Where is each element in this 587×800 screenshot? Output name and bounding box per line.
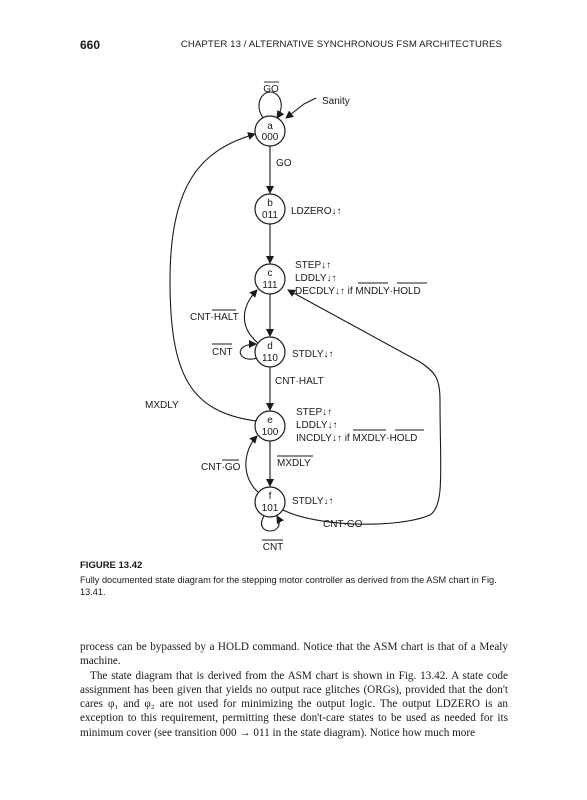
state-a: a 000 — [254, 115, 286, 147]
label-c-output-3: DECDLY↓↑ if MNDLY·HOLD — [295, 286, 421, 297]
transition-d-c — [243, 289, 259, 344]
label-f-output: STDLY↓↑ — [292, 496, 334, 507]
label-e-output-2: LDDLY↓↑ — [296, 420, 338, 431]
state-e-letter: e — [267, 415, 273, 426]
state-c-code: 111 — [262, 280, 278, 291]
transition-f-c — [282, 289, 442, 525]
body-text: process can be bypassed by a HOLD comman… — [80, 640, 508, 740]
label-d-output: STDLY↓↑ — [292, 349, 334, 360]
state-a-letter: a — [267, 121, 273, 132]
transition-a-self — [258, 91, 285, 119]
figure-caption: FIGURE 13.42 Fully documented state diag… — [80, 560, 510, 598]
label-go: GO — [276, 158, 292, 169]
label-ldzero: LDZERO↓↑ — [291, 206, 342, 217]
state-d: d 110 — [254, 336, 286, 368]
state-f-code: 101 — [262, 503, 279, 514]
state-b-letter: b — [267, 198, 273, 209]
state-e-code: 100 — [262, 427, 279, 438]
state-c-letter: c — [268, 268, 273, 279]
label-cnt-halt-bar: CNT·HALT — [190, 312, 239, 323]
label-cnt-go-bar: CNT·GO — [201, 462, 241, 473]
state-b: b 011 — [254, 193, 286, 225]
label-c-output-2: LDDLY↓↑ — [295, 273, 337, 284]
state-b-code: 011 — [262, 210, 278, 221]
label-c-output-1: STEP↓↑ — [295, 260, 331, 271]
label-cnt-bar: CNT — [263, 542, 284, 553]
state-a-code: 000 — [262, 132, 279, 143]
label-mxdly: MXDLY — [145, 400, 179, 411]
paragraph-1: process can be bypassed by a HOLD comman… — [80, 641, 508, 668]
page-header: 660 CHAPTER 13 / ALTERNATIVE SYNCHRONOUS… — [80, 38, 502, 54]
figure-caption-text: Fully documented state diagram for the s… — [80, 575, 497, 597]
label-e-output-1: STEP↓↑ — [296, 407, 332, 418]
transition-f-e — [245, 435, 259, 493]
sanity-arrow — [285, 97, 317, 119]
state-d-letter: d — [267, 341, 273, 352]
label-mxdly-bar: MXDLY — [277, 458, 311, 469]
label-e-output-3: INCDLY↓↑ if MXDLY·HOLD — [296, 433, 417, 444]
state-e: e 100 — [254, 410, 286, 442]
state-f-letter: f — [269, 491, 272, 502]
state-diagram: a 000 b 011 c 111 d 110 e 100 f 101 — [145, 81, 442, 553]
state-d-code: 110 — [262, 353, 278, 364]
label-go-bar: GO — [263, 84, 279, 95]
label-sanity: Sanity — [322, 96, 350, 107]
running-head: CHAPTER 13 / ALTERNATIVE SYNCHRONOUS FSM… — [180, 39, 502, 50]
transition-e-a — [169, 132, 257, 422]
paragraph-2: The state diagram that is derived from t… — [80, 669, 508, 739]
state-c: c 111 — [254, 263, 286, 295]
state-f: f 101 — [254, 486, 286, 518]
label-cnt-halt: CNT·HALT — [275, 376, 324, 387]
page-number: 660 — [80, 38, 101, 52]
transition-f-self — [261, 515, 284, 532]
label-cnt-go: CNT·GO — [323, 519, 363, 530]
transition-d-self — [239, 340, 258, 360]
label-d-selfloop-cnt-bar: CNT — [212, 347, 233, 358]
figure-label: FIGURE 13.42 — [80, 560, 143, 571]
